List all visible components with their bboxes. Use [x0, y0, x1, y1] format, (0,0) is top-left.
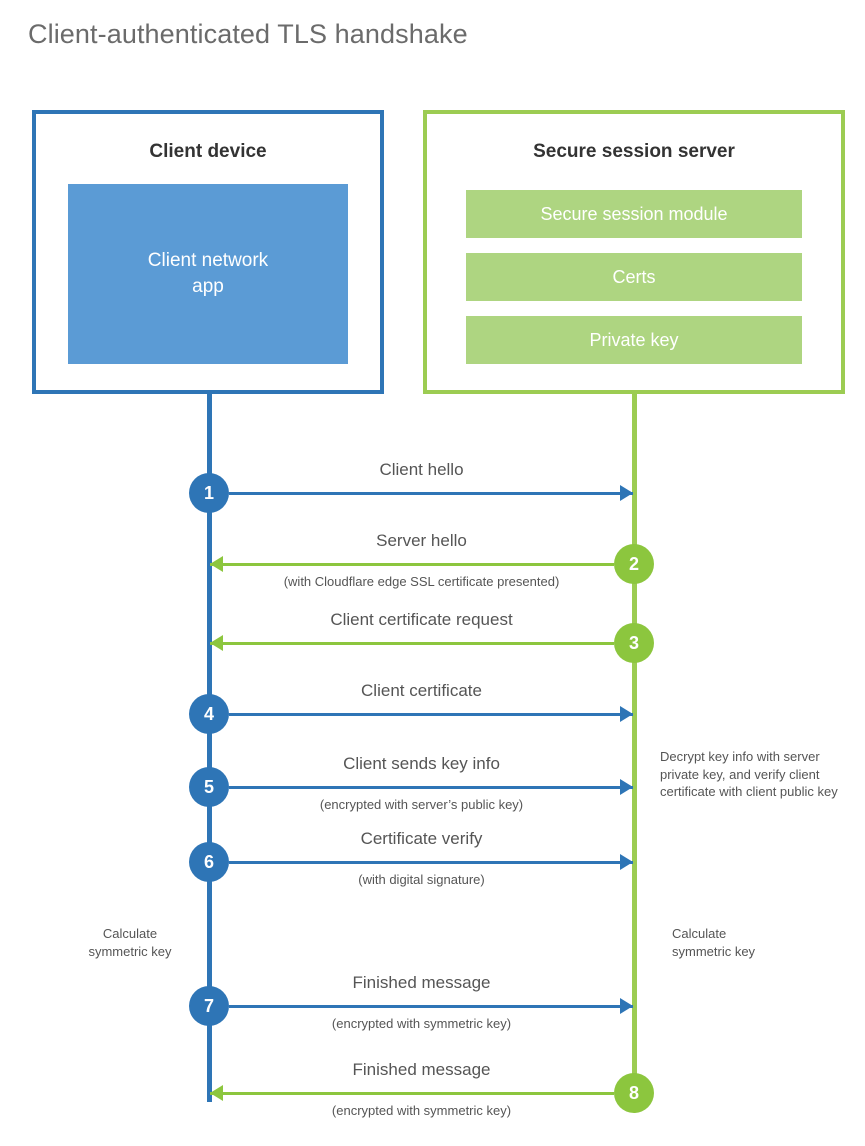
step-number: 4 [203, 703, 214, 724]
message-line-4 [229, 713, 633, 716]
server-bar-certs: Certs [466, 253, 802, 301]
client-lifeline [207, 392, 212, 1102]
step-number: 3 [628, 632, 639, 653]
step-number: 5 [203, 776, 214, 797]
message-sublabel-8: (encrypted with symmetric key) [331, 1103, 512, 1118]
arrow-head-4 [620, 706, 633, 722]
message-label-6: Certificate verify [360, 829, 483, 848]
server-bar-secure-session-module: Secure session module [466, 190, 802, 238]
server-bar-private-key: Private key [466, 316, 802, 364]
arrow-head-2 [210, 556, 223, 572]
secure-session-server-title: Secure session server [533, 141, 735, 162]
message-label-2: Server hello [376, 531, 467, 550]
step-number: 8 [628, 1082, 639, 1103]
message-line-6 [229, 861, 633, 864]
arrow-head-7 [620, 998, 633, 1014]
server-bar-label: Private key [589, 329, 679, 350]
secure-session-server-box: Secure session server Secure session mod… [423, 110, 845, 394]
message-line-2 [210, 563, 614, 566]
client-device-title: Client device [149, 141, 267, 162]
annotation-decrypt-key-info: Decrypt key info with server private key… [660, 749, 838, 800]
message-sublabel-2: (with Cloudflare edge SSL certificate pr… [283, 574, 560, 589]
page-title: Client-authenticated TLS handshake [28, 19, 468, 49]
step-number: 1 [203, 482, 214, 503]
step-circle-2: 2 [614, 544, 654, 584]
message-label-3: Client certificate request [330, 610, 513, 629]
message-label-1: Client hello [379, 460, 464, 479]
arrow-head-8 [210, 1085, 223, 1101]
message-label-5: Client sends key info [343, 754, 500, 773]
server-bar-label: Certs [612, 266, 656, 287]
arrow-head-1 [620, 485, 633, 501]
step-circle-5: 5 [189, 767, 229, 807]
step-circle-8: 8 [614, 1073, 654, 1113]
step-circle-1: 1 [189, 473, 229, 513]
step-number: 7 [203, 995, 214, 1016]
arrow-head-6 [620, 854, 633, 870]
step-circle-7: 7 [189, 986, 229, 1026]
message-sublabel-7: (encrypted with symmetric key) [331, 1016, 512, 1031]
message-label-7: Finished message [352, 973, 491, 992]
arrow-head-5 [620, 779, 633, 795]
message-line-5 [229, 786, 633, 789]
message-line-8 [210, 1092, 614, 1095]
message-line-7 [229, 1005, 633, 1008]
server-lifeline [632, 392, 637, 1094]
step-number: 2 [628, 553, 639, 574]
server-bar-label: Secure session module [540, 203, 728, 224]
message-label-8: Finished message [352, 1060, 491, 1079]
message-sublabel-5: (encrypted with server’s public key) [319, 797, 524, 812]
message-line-3 [210, 642, 614, 645]
step-number: 6 [203, 851, 214, 872]
message-sublabel-6: (with digital signature) [358, 872, 485, 887]
message-label-4: Client certificate [361, 681, 482, 700]
message-line-1 [229, 492, 633, 495]
step-circle-3: 3 [614, 623, 654, 663]
step-circle-4: 4 [189, 694, 229, 734]
arrow-head-3 [210, 635, 223, 651]
step-circle-6: 6 [189, 842, 229, 882]
